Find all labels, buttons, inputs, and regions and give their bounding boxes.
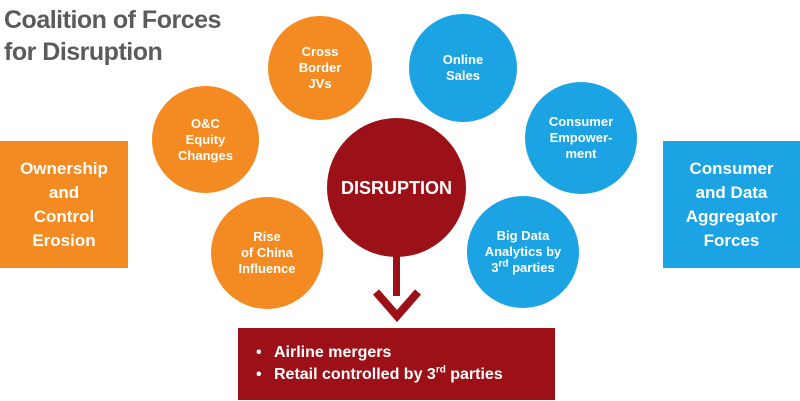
circle-text-line: Equity [185, 131, 226, 147]
circle-text-line: Sales [446, 68, 480, 83]
circle-text-line: ment [565, 146, 597, 161]
diagram-title: Coalition of Forces for Disruption [4, 4, 221, 68]
title-line-1: Coalition of Forces [4, 6, 221, 34]
ordinal-suffix: rd [498, 258, 509, 270]
title-line-2: for Disruption [4, 38, 163, 66]
circle-text-line: Cross [301, 44, 339, 59]
oc-equity-changes-circle: O&C Equity Changes [152, 86, 259, 193]
circle-text-line: Rise [253, 229, 281, 244]
ordinal-suffix: rd [435, 364, 446, 376]
ordinal-rest: parties [508, 260, 555, 275]
rise-of-china-influence-circle: Rise of China Influence [211, 197, 323, 309]
outcome-airline-mergers: Airline mergers [274, 344, 392, 361]
right-box-line-3: Aggregator [685, 206, 778, 226]
outcome-text: parties [445, 366, 503, 383]
circle-text-line: Consumer [548, 114, 614, 129]
circle-text-line: of China [240, 245, 293, 260]
left-box-line-3: Control [33, 206, 95, 226]
circle-text-line: JVs [308, 76, 332, 91]
disruption-circle: DISRUPTION [327, 118, 466, 257]
ownership-control-erosion-box: Ownership and Control Erosion [0, 141, 128, 268]
outcomes-list: • Airline mergers • Retail controlled by… [238, 328, 555, 386]
circle-text-line: Analytics by [484, 244, 562, 259]
outcome-retail-controlled: Retail controlled by 3rd parties [274, 364, 503, 386]
outcome-text: Retail controlled by 3 [274, 366, 436, 383]
bullet-icon: • [256, 366, 262, 383]
left-box-line-4: Erosion [32, 230, 96, 250]
circle-text-line: Border [298, 60, 342, 75]
consumer-data-aggregator-box: Consumer and Data Aggregator Forces [663, 141, 800, 268]
down-arrow-icon [372, 289, 422, 323]
consumer-empowerment-circle: Consumer Empower- ment [525, 82, 637, 194]
left-box-line-2: and [48, 182, 80, 202]
circle-text-line: Online [442, 52, 484, 67]
outcomes-box: • Airline mergers • Retail controlled by… [238, 328, 555, 400]
right-box-line-1: Consumer [689, 158, 774, 178]
circle-text-line: Changes [178, 147, 233, 163]
right-box-line-4: Forces [703, 230, 760, 250]
circle-text-line: Big Data [496, 228, 550, 243]
cross-border-jvs-circle: Cross Border JVs [268, 16, 372, 120]
circle-text-line: Empower- [549, 130, 613, 145]
circle-text-line: 3rd parties [485, 258, 562, 276]
circle-text-line: Influence [238, 261, 296, 276]
left-box-line-1: Ownership [20, 158, 108, 178]
down-arrow-stem [393, 248, 400, 296]
online-sales-circle: Online Sales [409, 14, 517, 122]
bullet-icon: • [256, 344, 262, 361]
disruption-label: DISRUPTION [340, 177, 452, 198]
right-box-line-2: and Data [695, 182, 768, 202]
list-item: • Retail controlled by 3rd parties [256, 364, 555, 386]
big-data-analytics-circle: Big Data Analytics by 3rd parties [467, 196, 579, 308]
circle-text-line: O&C [191, 115, 220, 131]
list-item: • Airline mergers [256, 342, 555, 364]
ordinal-number: 3 [491, 260, 499, 275]
